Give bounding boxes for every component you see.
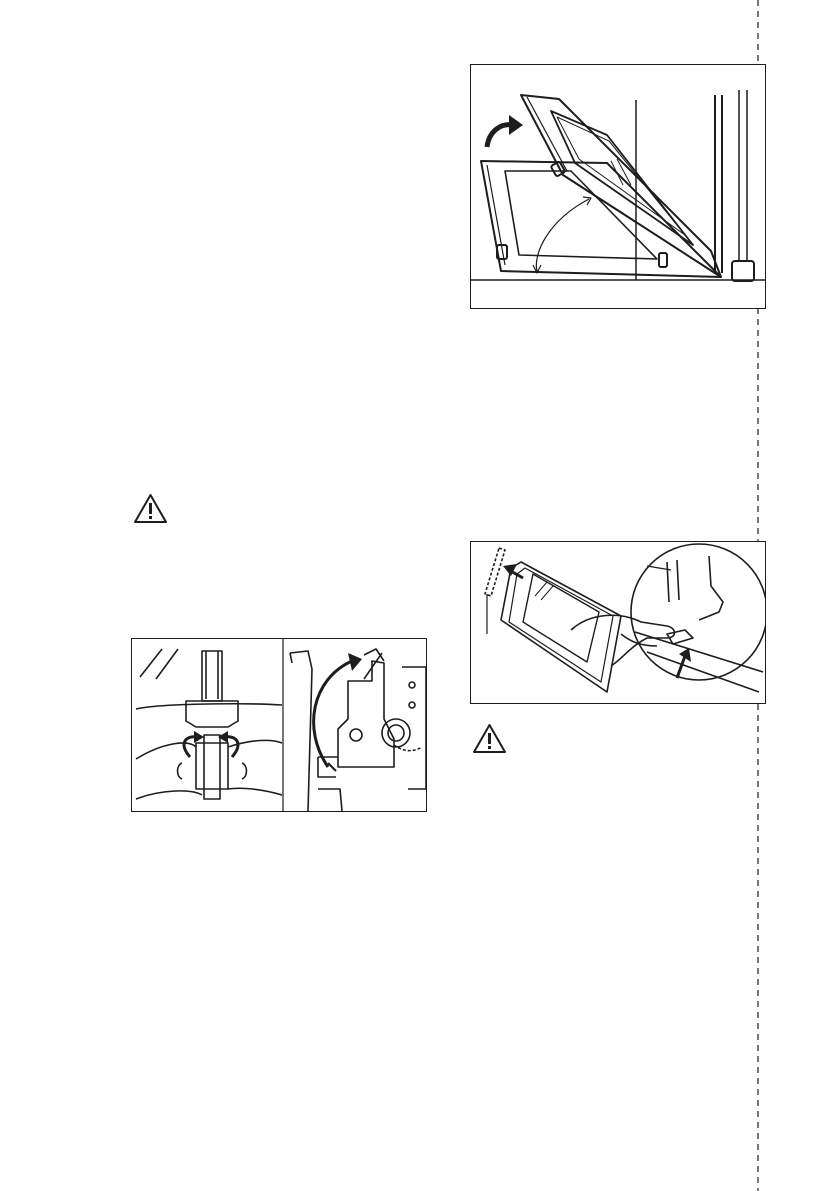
- figure-glass-panel: [470, 541, 766, 704]
- warning-triangle-icon: [133, 493, 168, 524]
- figure-door-tilt: [470, 64, 766, 309]
- figure-hinge-levers: [131, 638, 427, 812]
- glass-panel-removal-illustration: [471, 542, 765, 703]
- oven-door-tilt-illustration: [471, 65, 765, 308]
- warning-triangle-icon: [472, 723, 507, 754]
- door-hinge-lever-illustration: [132, 639, 426, 811]
